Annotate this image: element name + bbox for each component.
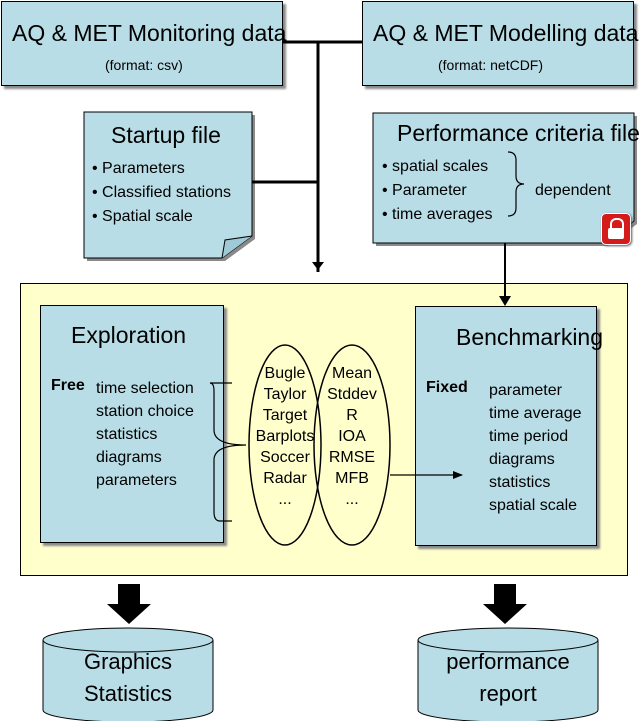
performance-item: • Parameter <box>382 182 467 199</box>
exploration-item: parameters <box>96 472 177 489</box>
lock-icon <box>601 213 631 245</box>
diagrams-ellipse <box>248 344 322 546</box>
statistic-item: Mean <box>331 365 373 382</box>
graphics-statistics-label: Graphics Statistics <box>43 646 213 710</box>
exploration-item: statistics <box>96 426 158 443</box>
performance-file-title: Performance criteria file <box>397 120 639 146</box>
statistic-item: R <box>346 407 358 424</box>
diagram-item: Radar <box>263 470 307 487</box>
output-right-line: report <box>479 681 537 706</box>
performance-file-list: • spatial scales • Parameter • time aver… <box>382 155 493 227</box>
modelling-data-format: (format: netCDF) <box>438 57 544 73</box>
diagrams-list: Bugle Taylor Target Barplots Soccer Rada… <box>250 363 320 510</box>
statistic-item: ... <box>345 491 359 508</box>
arrow-down-left <box>107 584 151 624</box>
benchmarking-item: time average <box>489 405 582 422</box>
startup-file-list: • Parameters • Classified stations • Spa… <box>92 157 231 229</box>
performance-item: • spatial scales <box>382 158 489 175</box>
exploration-brace <box>209 382 247 522</box>
exploration-item: station choice <box>96 403 194 420</box>
benchmarking-item: statistics <box>489 474 551 491</box>
exploration-box: Exploration Free time selection station … <box>40 305 224 543</box>
benchmarking-item: diagrams <box>489 451 555 468</box>
monitoring-data-format: (format: csv) <box>105 57 183 73</box>
arrow-into-benchmarking <box>499 296 511 306</box>
dependent-brace <box>507 151 525 217</box>
startup-file-title: Startup file <box>111 122 221 148</box>
arrow-into-panel <box>312 262 324 270</box>
diagram-item: Barplots <box>255 428 315 445</box>
monitoring-data-box: AQ & MET Monitoring data (format: csv) <box>1 1 287 86</box>
diagram-item: Bugle <box>264 365 306 382</box>
statistics-ellipse <box>313 344 391 546</box>
diagram-item: ... <box>278 491 292 508</box>
statistics-list: Mean Stddev R IOA RMSE MFB ... <box>317 363 387 510</box>
statistic-item: MFB <box>335 470 369 487</box>
startup-item: • Spatial scale <box>92 208 193 225</box>
startup-item: • Parameters <box>92 160 185 177</box>
diagram-item: Taylor <box>263 386 307 403</box>
benchmarking-box: Benchmarking Fixed parameter time averag… <box>415 306 603 546</box>
exploration-list: time selection station choice statistics… <box>96 377 194 492</box>
benchmarking-list: parameter time average time period diagr… <box>489 379 582 517</box>
graphics-statistics-cylinder <box>42 627 214 721</box>
output-left-line: Graphics <box>83 649 173 674</box>
arrow-down-right <box>483 584 527 624</box>
benchmarking-item: parameter <box>489 382 562 399</box>
statistic-item: Stddev <box>327 386 377 403</box>
performance-item: • time averages <box>382 206 493 223</box>
exploration-title: Exploration <box>71 322 187 348</box>
statistic-item: RMSE <box>328 449 376 466</box>
exploration-item: time selection <box>96 380 194 397</box>
exploration-free-label: Free <box>51 377 85 394</box>
diagram-item: Target <box>262 407 308 424</box>
benchmarking-fixed-label: Fixed <box>426 379 468 396</box>
modelling-data-box: AQ & MET Modelling data (format: netCDF) <box>362 1 638 86</box>
benchmarking-item: time period <box>489 428 569 445</box>
benchmarking-item: spatial scale <box>489 497 578 514</box>
output-right-line: performance <box>446 649 570 674</box>
performance-dependent-label: dependent <box>535 182 611 199</box>
output-left-line: Statistics <box>83 681 173 706</box>
benchmarking-title: Benchmarking <box>456 324 604 350</box>
monitoring-data-title: AQ & MET Monitoring data <box>12 20 287 46</box>
performance-report-cylinder <box>417 627 599 721</box>
diagram-item: Soccer <box>260 449 310 466</box>
performance-report-label: performance report <box>418 646 598 710</box>
modelling-data-title: AQ & MET Modelling data <box>373 20 639 46</box>
statistic-item: IOA <box>338 428 366 445</box>
startup-item: • Classified stations <box>92 184 231 201</box>
exploration-item: diagrams <box>96 449 162 466</box>
